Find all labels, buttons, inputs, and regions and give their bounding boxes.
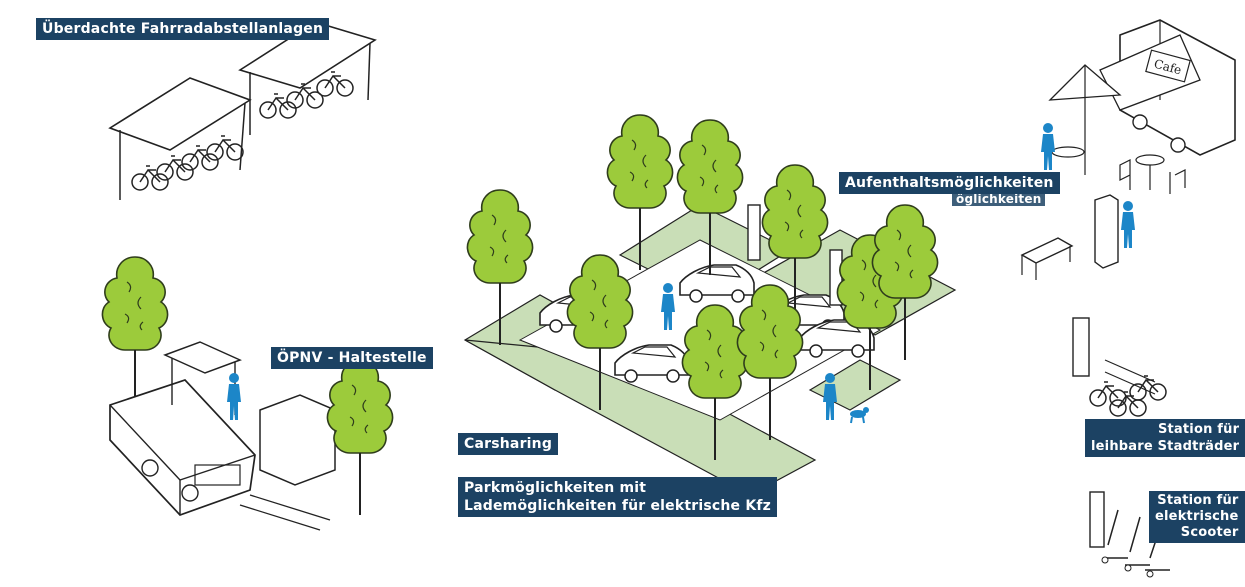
label-scooter-station: Station für elektrische Scooter [1149,491,1245,543]
label-scooter-line1: Station für [1157,493,1239,508]
label-parking: Parkmöglichkeiten mit Lademöglichkeiten … [458,477,778,517]
label-carsharing: Carsharing [458,433,559,455]
bus-icon [109,379,256,516]
cafe-trailer-icon: Cafe [1041,19,1236,269]
scooter-station [1089,491,1170,578]
label-scooter-line2: elektrische [1155,509,1239,524]
scooter-icon [1101,509,1170,578]
parking-lot-scene [463,114,957,496]
dog-icon [850,407,869,424]
cafe-sign: Cafe [1152,57,1183,78]
bike-shelter-icon [108,21,377,200]
label-bike-rental-line2: leihbare Stadträder [1091,439,1240,454]
shelter-icon [163,341,336,486]
label-bike-rental-line1: Station für [1157,422,1240,437]
bus-stop-scene [101,256,394,531]
label-scooter-line3: Scooter [1180,525,1239,540]
bench-icon [1020,237,1074,280]
label-bike-shelter: Überdachte Fahrradabstellanlagen [36,18,330,40]
label-transit-stop: ÖPNV - Haltestelle [271,347,433,369]
label-leisure-shadow: öglichkeiten [952,192,1046,206]
person-icon [227,373,241,420]
label-parking-line1: Parkmöglichkeiten mit [464,480,647,496]
label-parking-line2: Lademöglichkeiten für elektrische Kfz [464,498,772,514]
label-bike-rental-station: Station für leihbare Stadträder [1085,419,1245,457]
person-icon [1121,201,1135,248]
label-leisure: Aufenthaltsmöglichkeiten [839,172,1060,194]
person-icon [1041,123,1055,170]
bike-rental-station [1072,317,1167,417]
